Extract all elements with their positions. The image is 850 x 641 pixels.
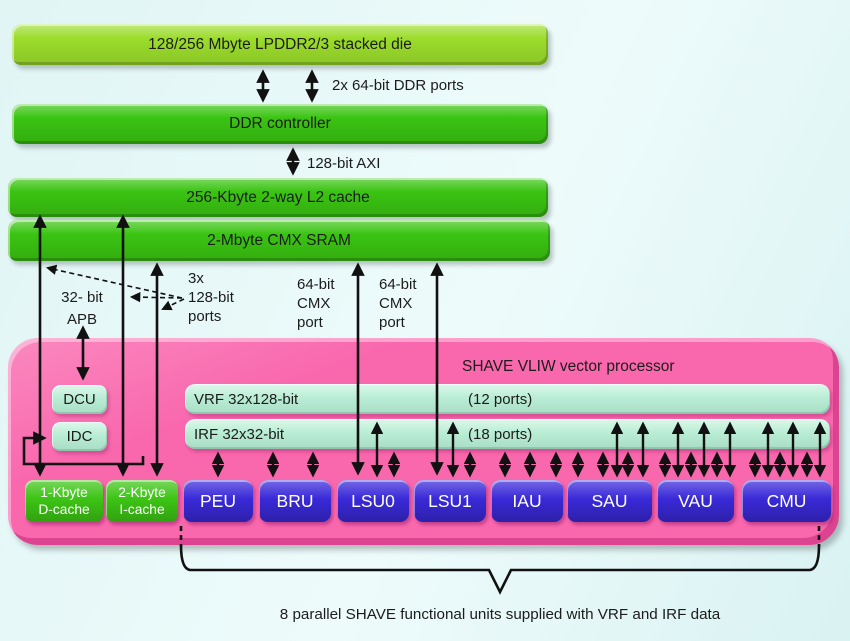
lpddr-stacked-die-bar: 128/256 Mbyte LPDDR2/3 stacked die — [12, 24, 548, 65]
vrf-label: VRF 32x128-bit — [194, 390, 299, 408]
l2-cache-label: 256-Kbyte 2-way L2 cache — [186, 188, 370, 206]
unit-lsu0: LSU0 — [337, 480, 409, 522]
cmx-port-label-1: 64-bit CMX port — [297, 276, 335, 331]
unit-iau: IAU — [491, 480, 563, 522]
axi-label: 128-bit AXI — [307, 155, 381, 172]
vrf-bar: VRF 32x128-bit (12 ports) — [185, 384, 830, 414]
shave-title: SHAVE VLIW vector processor — [462, 358, 675, 375]
lpddr-label: 128/256 Mbyte LPDDR2/3 stacked die — [148, 35, 412, 53]
i-cache-box: 2-Kbyte I-cache — [106, 480, 178, 522]
vrf-ports-label: (12 ports) — [468, 390, 533, 408]
ddr-controller-bar: DDR controller — [12, 104, 548, 144]
ddr-controller-label: DDR controller — [229, 115, 331, 132]
l2-cache-bar: 256-Kbyte 2-way L2 cache — [8, 178, 548, 217]
unit-sau: SAU — [567, 480, 652, 522]
unit-cmu: CMU — [742, 480, 831, 522]
unit-lsu1: LSU1 — [414, 480, 486, 522]
apb-label: 32- bit APB — [61, 289, 103, 328]
idc-box: IDC — [52, 422, 107, 451]
ddr-ports-label: 2x 64-bit DDR ports — [332, 77, 464, 94]
irf-bar: IRF 32x32-bit (18 ports) — [185, 419, 830, 449]
dcu-box: DCU — [52, 385, 107, 414]
unit-vau: VAU — [657, 480, 734, 522]
cmx-sram-bar: 2-Mbyte CMX SRAM — [8, 220, 550, 261]
cmx-port-label-2: 64-bit CMX port — [379, 276, 417, 331]
unit-bru: BRU — [259, 480, 331, 522]
diagram-caption: 8 parallel SHAVE functional units suppli… — [279, 606, 721, 623]
irf-ports-label: (18 ports) — [468, 425, 533, 443]
d-cache-box: 1-Kbyte D-cache — [25, 480, 103, 522]
three-128bit-ports-label: 3x 128-bit ports — [188, 270, 234, 325]
cmx-sram-label: 2-Mbyte CMX SRAM — [207, 231, 351, 249]
unit-peu: PEU — [183, 480, 253, 522]
irf-label: IRF 32x32-bit — [194, 425, 285, 443]
